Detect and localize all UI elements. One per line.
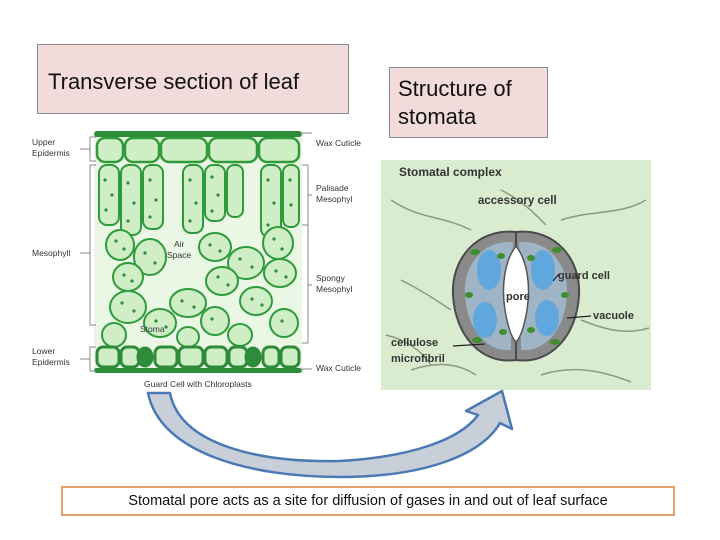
lower-epidermis-cells bbox=[95, 345, 301, 369]
curved-arrow bbox=[146, 389, 514, 479]
spongy-mesophyll-cells bbox=[101, 226, 299, 348]
stomata-title-line-1: Structure of bbox=[398, 76, 512, 101]
label-upper-epidermis-1: Upper bbox=[32, 137, 55, 147]
label-lower-epidermis-2: Epidermis bbox=[32, 357, 70, 367]
label-spongy-1: Spongy bbox=[316, 273, 346, 283]
upper-wax-cuticle bbox=[94, 131, 302, 137]
palisade-cells bbox=[98, 164, 300, 238]
label-accessory-cell: accessory cell bbox=[478, 195, 557, 207]
label-pointers bbox=[452, 273, 592, 347]
right-brackets bbox=[300, 132, 312, 370]
label-guard-cell-chloroplasts: Guard Cell with Chloroplasts bbox=[144, 379, 252, 389]
label-palisade-2: Mesophyl bbox=[316, 194, 352, 204]
stomata-structure-title: Structure of stomata bbox=[389, 67, 548, 138]
label-air-2: Space bbox=[167, 250, 191, 260]
lower-wax-cuticle bbox=[94, 368, 302, 373]
guard-cells bbox=[451, 230, 581, 362]
epidermal-cell-outlines bbox=[385, 189, 650, 383]
label-upper-epidermis-2: Epidermis bbox=[32, 148, 70, 158]
label-wax-cuticle-top: Wax Cuticle bbox=[316, 138, 361, 148]
upper-epidermis-cells bbox=[95, 136, 301, 164]
label-mesophyll: Mesophyll bbox=[32, 248, 70, 258]
vacuoles bbox=[473, 250, 559, 338]
label-palisade-1: Palisade bbox=[316, 183, 349, 193]
label-guard-cell: guard cell bbox=[558, 270, 610, 282]
label-wax-cuticle-bottom: Wax Cuticle bbox=[316, 363, 361, 373]
label-lower-epidermis-1: Lower bbox=[32, 346, 55, 356]
stomatal-pore bbox=[502, 244, 530, 344]
label-spongy-2: Mesophyl bbox=[316, 284, 352, 294]
guard-cell-chloroplasts bbox=[465, 247, 569, 345]
caption-box: Stomatal pore acts as a site for diffusi… bbox=[61, 486, 675, 516]
curved-arrow-body bbox=[146, 389, 514, 479]
stomata-title-line-2: stomata bbox=[398, 104, 477, 129]
label-cellulose: cellulose bbox=[391, 337, 438, 349]
spongy-chloroplasts bbox=[114, 237, 288, 329]
label-stomatal-complex: Stomatal complex bbox=[399, 165, 502, 179]
stomatal-complex-diagram: Stomatal complex accessory cell guard ce… bbox=[381, 160, 651, 390]
leaf-cross-section-diagram: Upper Epidermis Mesophyll Lower Epidermi… bbox=[32, 131, 361, 389]
label-microfibril: microfibril bbox=[391, 353, 445, 365]
label-pore: pore bbox=[506, 291, 530, 303]
palisade-chloroplasts bbox=[103, 175, 293, 227]
label-vacuole: vacuole bbox=[593, 310, 634, 322]
label-air-1: Air bbox=[174, 239, 185, 249]
leaf-section-title: Transverse section of leaf bbox=[37, 44, 349, 114]
left-brackets bbox=[80, 136, 96, 372]
label-stoma: Stoma bbox=[140, 324, 165, 334]
